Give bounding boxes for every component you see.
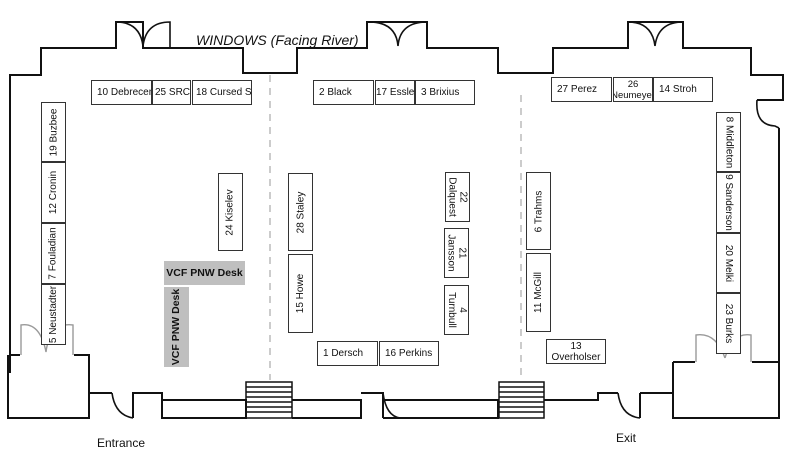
booth-24-kiselev[interactable]: 24 Kiselev — [218, 173, 243, 251]
entrance-label: Entrance — [97, 436, 146, 450]
booth-label: 20 Melki — [723, 244, 734, 282]
stairs-right — [498, 381, 545, 419]
booth-label: 25 SRCS — [155, 87, 191, 98]
booth-16-perkins[interactable]: 16 Perkins — [379, 341, 439, 366]
north-wall — [9, 21, 784, 373]
booth-18-cursed-si[interactable]: 18 Cursed Si — [192, 80, 252, 105]
booth-number: 21 — [456, 247, 468, 259]
booth-12-cronin[interactable]: 12 Cronin — [41, 162, 66, 223]
door-arc — [756, 99, 780, 129]
booth-label: 10 Debreceni — [97, 87, 152, 98]
booth-name: Overholser — [551, 351, 601, 363]
booth-label: 3 Brixius — [421, 87, 460, 98]
desk-label: VCF PNW Desk — [170, 288, 183, 366]
booth-20-melki[interactable]: 20 Melki — [716, 233, 741, 293]
booth-label: 27 Perez — [557, 84, 598, 95]
exit-label: Exit — [616, 431, 637, 445]
booth-23-burks[interactable]: 23 Burks — [716, 293, 741, 354]
booth-label: 9 Sanderson — [723, 174, 734, 231]
booth-label: 1 Dersch — [323, 348, 364, 359]
booth-label: 23 Burks — [723, 303, 734, 344]
booth-17-essley[interactable]: 17 Essley — [375, 80, 415, 105]
vcf-pnw-desk-vertical[interactable]: VCF PNW Desk — [164, 287, 189, 367]
booth-5-neustadter[interactable]: 5 Neustadter — [41, 284, 66, 345]
booth-27-perez[interactable]: 27 Perez — [551, 77, 612, 102]
booth-label: 16 Perkins — [385, 348, 433, 359]
south-wall — [89, 361, 780, 419]
booth-25-srcs[interactable]: 25 SRCS — [152, 80, 191, 105]
booth-label: 14 Stroh — [659, 84, 697, 95]
booth-8-middleton[interactable]: 8 Middleton — [716, 112, 741, 172]
booth-3-brixius[interactable]: 3 Brixius — [415, 80, 475, 105]
booth-10-debreceni[interactable]: 10 Debreceni — [91, 80, 152, 105]
door-arc — [382, 392, 401, 419]
booth-1-dersch[interactable]: 1 Dersch — [317, 341, 378, 366]
windows-title: WINDOWS (Facing River) — [196, 32, 359, 48]
door-arc — [115, 21, 171, 48]
door-arc — [627, 21, 684, 47]
booth-number: 4 — [456, 307, 468, 313]
booth-name: Jansson — [445, 234, 457, 272]
vcf-pnw-desk-horizontal[interactable]: VCF PNW Desk — [164, 261, 245, 285]
booth-28-staley[interactable]: 28 Staley — [288, 173, 313, 251]
booth-label: 24 Kiselev — [225, 188, 237, 236]
door-arc — [368, 21, 428, 47]
booth-name: Turnbull — [445, 292, 457, 328]
booth-label: 5 Neustadter — [48, 285, 60, 344]
booth-name: Neumeyer — [613, 89, 653, 101]
booth-label: 15 Howe — [295, 273, 306, 314]
booth-14-stroh[interactable]: 14 Stroh — [653, 77, 713, 102]
booth-label: 2 Black — [319, 87, 352, 98]
booth-9-sanderson[interactable]: 9 Sanderson — [716, 172, 741, 233]
southwest-room — [7, 354, 90, 419]
exit-door — [617, 392, 641, 419]
booth-label: 12 Cronin — [48, 170, 60, 215]
booth-15-howe[interactable]: 15 Howe — [288, 254, 313, 333]
booth-name: Dalquest — [446, 177, 458, 217]
booth-label: 17 Essley — [376, 87, 415, 98]
booth-6-trahms[interactable]: 6 Trahms — [526, 172, 551, 250]
booth-number: 13 — [570, 340, 582, 352]
booth-11-mcgill[interactable]: 11 McGill — [526, 253, 551, 332]
booth-label: 8 Middleton — [723, 116, 735, 168]
booth-label: 11 McGill — [533, 272, 544, 313]
booth-number: 22 — [457, 191, 469, 203]
booth-7-fouladian[interactable]: 7 Fouladian — [41, 223, 66, 284]
booth-label: 28 Staley — [295, 191, 307, 233]
booth-number: 26 — [627, 78, 639, 90]
desk-label: VCF PNW Desk — [166, 267, 243, 279]
stairs-left — [245, 381, 293, 419]
booth-label: 6 Trahms — [533, 190, 544, 232]
booth-label: 19 Buzbee — [48, 108, 60, 156]
booth-label: 7 Fouladian — [48, 227, 60, 280]
booth-label: 18 Cursed Si — [196, 87, 252, 98]
booth-2-black[interactable]: 2 Black — [313, 80, 374, 105]
booth-19-buzbee[interactable]: 19 Buzbee — [41, 102, 66, 162]
entrance-door — [111, 392, 134, 419]
